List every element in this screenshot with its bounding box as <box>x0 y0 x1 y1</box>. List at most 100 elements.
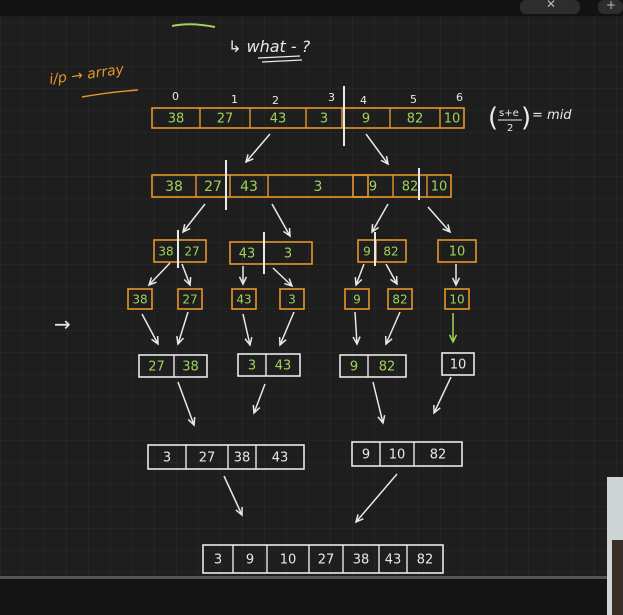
index-label: 1 <box>231 93 238 106</box>
split-left-cell: 27 <box>204 179 222 195</box>
arrow <box>365 133 390 166</box>
split-left-cell: 3 <box>314 179 323 195</box>
merge-left-cell: 3 <box>163 451 171 466</box>
split-d: 10 <box>437 239 477 263</box>
arrow <box>177 381 196 427</box>
merge-a-cell: 27 <box>148 360 165 375</box>
arrow <box>427 206 452 234</box>
input-array-cell: 10 <box>444 112 461 127</box>
index-label: 6 <box>456 91 463 104</box>
mid-formula-paren-left: ( <box>488 103 498 133</box>
mid-formula-rhs: = mid <box>532 108 572 123</box>
merge-left-cell: 43 <box>272 451 289 466</box>
split-right-cell: 82 <box>402 180 419 195</box>
merge-left-cell: 38 <box>234 451 251 466</box>
top-bar <box>0 0 623 16</box>
split-c-outline <box>357 239 407 263</box>
merged-array-cell: 9 <box>246 553 254 568</box>
split-right: 9 82 10 <box>352 174 452 198</box>
single-box-cell: 27 <box>182 292 197 306</box>
merge-c-cell: 9 <box>350 360 358 375</box>
top-button-1[interactable] <box>520 0 580 14</box>
merge-c-cell: 82 <box>379 360 396 375</box>
split-c-cell: 82 <box>383 244 398 258</box>
arrow <box>354 473 398 524</box>
top-button-2[interactable] <box>598 0 623 14</box>
single-box-outline <box>444 288 470 310</box>
single-box: 3 <box>279 288 305 310</box>
diagram-arrows <box>141 133 461 524</box>
arrow <box>371 203 389 234</box>
merge-right-cell: 82 <box>430 448 447 463</box>
merge-b-outline <box>237 353 301 377</box>
arrow <box>372 381 386 425</box>
arrow <box>223 475 243 517</box>
single-box-cell: 3 <box>288 292 296 306</box>
mid-formula-denominator: 2 <box>507 123 513 134</box>
merge-c: 9 82 <box>339 354 407 378</box>
merge-a-outline <box>138 354 208 378</box>
split-b-cell: 3 <box>284 247 292 262</box>
single-box-outline <box>279 288 305 310</box>
merge-b-cell: 43 <box>275 359 292 374</box>
merged-array-cell: 3 <box>214 553 222 568</box>
merge-right-cell: 10 <box>389 448 406 463</box>
arrow <box>181 203 206 234</box>
split-a: 38 27 <box>153 239 207 263</box>
single-box-outline <box>387 288 413 310</box>
arrow <box>242 313 253 347</box>
bottom-bar <box>0 578 623 615</box>
single-box: 27 <box>177 288 203 310</box>
single-box: 38 <box>127 288 153 310</box>
single-box-outline <box>127 288 153 310</box>
input-array-cell: 38 <box>168 112 185 127</box>
input-array-cell: 82 <box>407 112 424 127</box>
single-box-cell: 43 <box>236 292 251 306</box>
merge-c-outline <box>339 354 407 378</box>
top-note-stroke <box>171 23 216 28</box>
arrow <box>238 266 248 286</box>
single-box-outline <box>177 288 203 310</box>
index-label: 2 <box>272 94 279 107</box>
merge-d: 10 <box>441 352 475 376</box>
input-array-cell: 27 <box>217 112 234 127</box>
split-a-outline <box>153 239 207 263</box>
merged-array-cell: 82 <box>417 553 434 568</box>
index-label: 3 <box>328 91 335 104</box>
webcam-person <box>612 540 623 615</box>
split-left-cell: 43 <box>240 179 258 195</box>
split-left-cell: 38 <box>165 179 183 195</box>
split-left-outline <box>151 174 369 198</box>
top-button-2-icon: + <box>606 0 616 12</box>
arrow <box>451 264 461 287</box>
input-label-underline <box>81 89 139 98</box>
merged-array-cell: 10 <box>280 553 297 568</box>
index-label: 0 <box>172 90 179 103</box>
progress-track[interactable] <box>0 576 623 579</box>
arrow <box>278 311 295 347</box>
single-box: 43 <box>231 288 257 310</box>
mid-formula: ( s+e 2 ) = mid <box>488 103 572 134</box>
arrow <box>271 203 291 238</box>
split-c-cell: 9 <box>363 244 371 258</box>
split-right-cell: 9 <box>369 180 377 195</box>
merge-d-outline <box>441 352 475 376</box>
index-label: 5 <box>410 93 417 106</box>
split-d-outline <box>437 239 477 263</box>
single-box-cell: 9 <box>353 292 361 306</box>
single-box-outline <box>344 288 370 310</box>
single-box: 82 <box>387 288 413 310</box>
split-right-cell: 10 <box>431 180 448 195</box>
split-a-cell: 38 <box>158 244 173 258</box>
input-array-cell: 43 <box>270 112 287 127</box>
split-a-cell: 27 <box>184 244 199 258</box>
